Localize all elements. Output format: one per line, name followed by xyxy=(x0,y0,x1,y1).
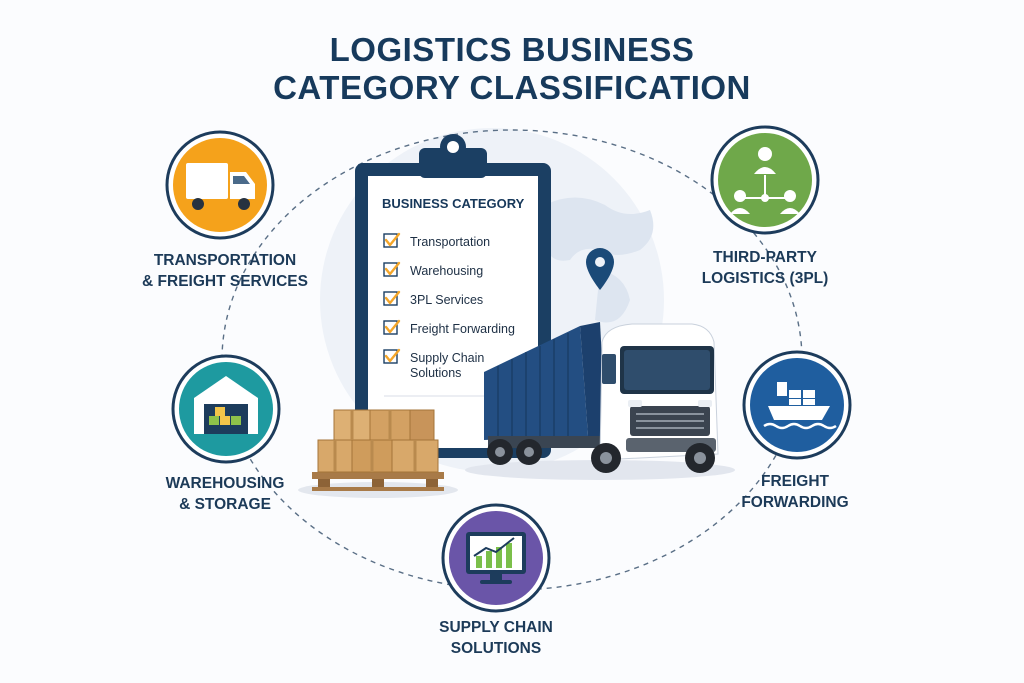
truck-icon xyxy=(186,163,255,210)
label-line: FORWARDING xyxy=(741,494,849,511)
clipboard-heading: BUSINESS CATEGORY xyxy=(382,196,525,211)
checkbox-icons xyxy=(383,233,398,364)
category-label-freight: FREIGHT FORWARDING xyxy=(690,471,900,513)
label-line: LOGISTICS (3PL) xyxy=(701,270,829,287)
warehouse-icon xyxy=(194,376,258,434)
page-title-line-1: LOGISTICS BUSINESS xyxy=(329,31,695,68)
label-line: & FREIGHT SERVICES xyxy=(142,273,308,290)
monitor-chart-icon xyxy=(466,532,526,584)
clipboard-item: Freight Forwarding xyxy=(410,322,515,336)
clipboard-item: Supply Chain xyxy=(410,351,485,365)
checkmark-icons xyxy=(384,232,401,363)
category-label-tpl: THIRD-PARTY LOGISTICS (3PL) xyxy=(660,247,870,289)
category-circle-freight xyxy=(742,350,852,460)
clipboard-item: Solutions xyxy=(410,366,462,380)
category-circle-warehouse xyxy=(171,354,281,464)
label-line: & STORAGE xyxy=(179,496,271,513)
category-circle-supply xyxy=(441,503,551,613)
label-line: THIRD-PARTY xyxy=(713,249,817,266)
label-line: FREIGHT xyxy=(760,473,830,490)
clipboard-item: Warehousing xyxy=(410,264,484,278)
label-line: TRANSPORTATION xyxy=(153,252,297,269)
label-line: WAREHOUSING xyxy=(165,475,285,492)
label-line: SUPPLY CHAIN xyxy=(439,619,553,636)
network-people-icon xyxy=(730,147,800,214)
label-line: SOLUTIONS xyxy=(450,640,542,657)
category-label-transport: TRANSPORTATION & FREIGHT SERVICES xyxy=(110,250,340,292)
cargo-ship-icon xyxy=(763,382,837,430)
category-label-warehouse: WAREHOUSING & STORAGE xyxy=(110,473,340,515)
clipboard-item: 3PL Services xyxy=(410,293,484,307)
category-circle-tpl xyxy=(710,125,820,235)
page-title-line-2: CATEGORY CLASSIFICATION xyxy=(273,69,751,106)
category-label-supply: SUPPLY CHAIN SOLUTIONS xyxy=(386,617,606,659)
semi-truck-icon xyxy=(465,322,735,480)
pallet-boxes-icon xyxy=(298,409,458,498)
location-pin-icon xyxy=(586,248,614,290)
category-circle-transport xyxy=(165,130,275,240)
clipboard-item: Transportation xyxy=(410,235,491,249)
world-map-shape xyxy=(545,197,654,323)
